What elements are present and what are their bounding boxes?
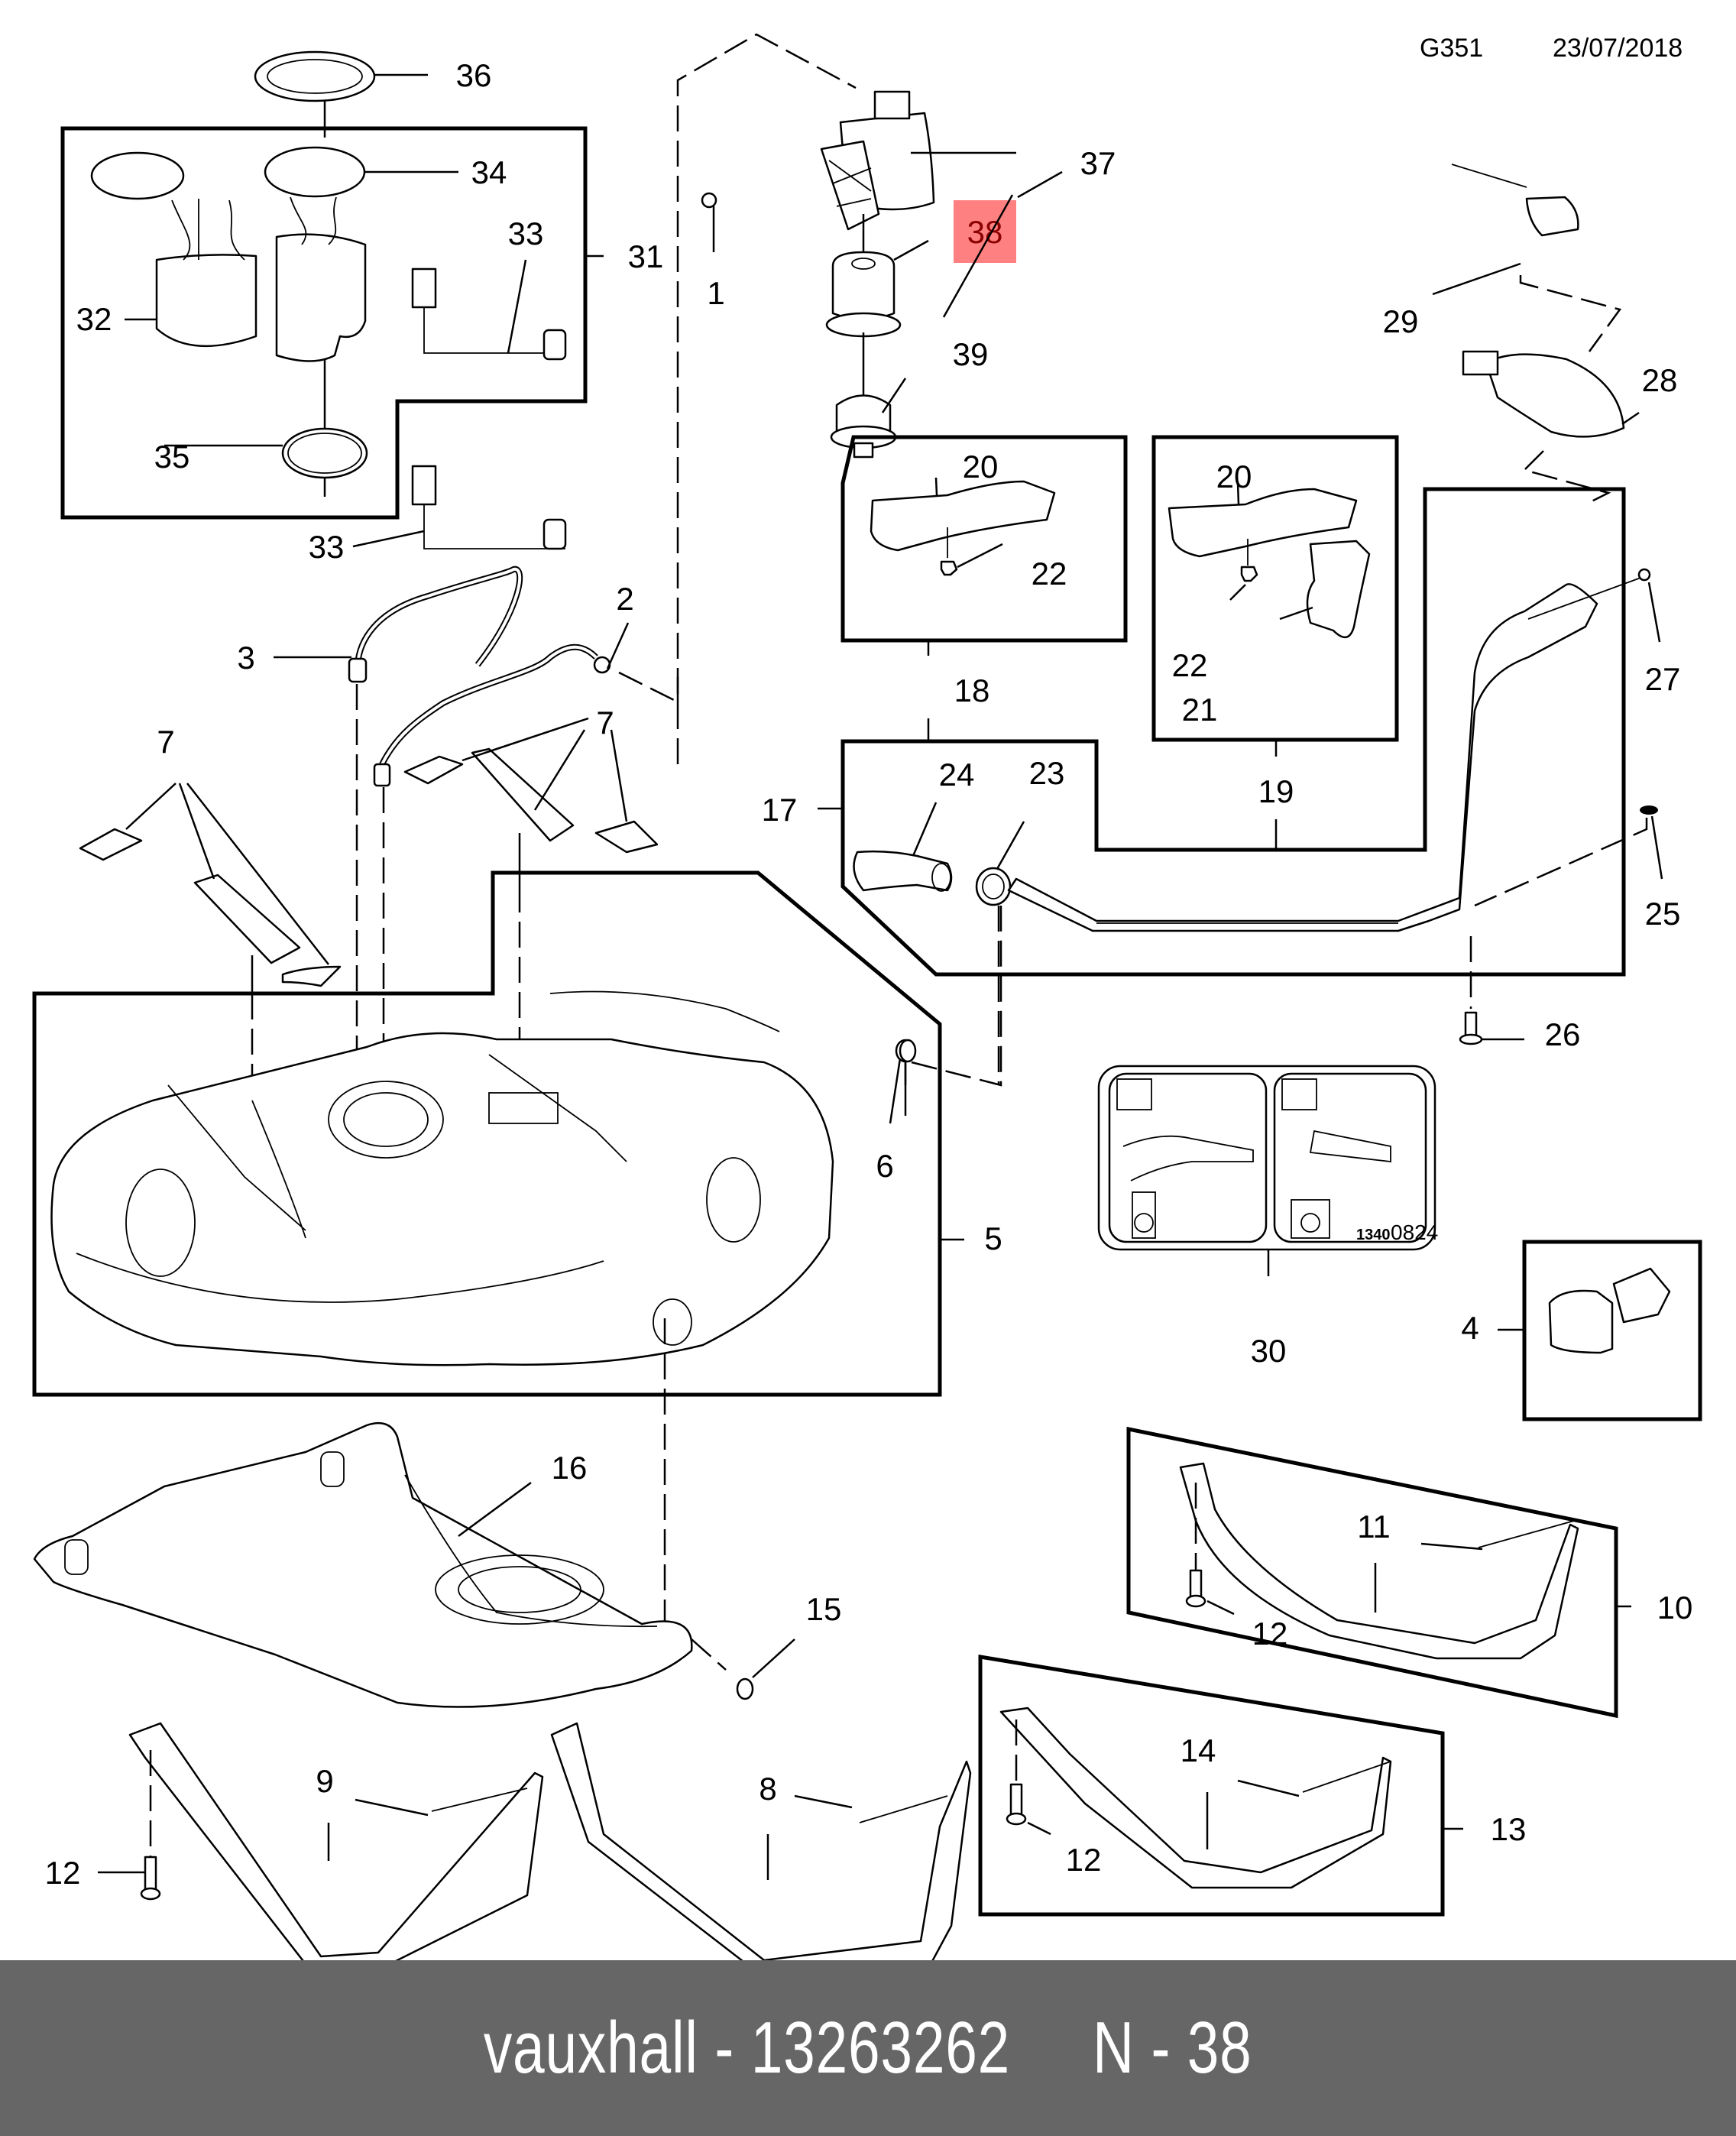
dashed-connector-1 <box>676 33 857 764</box>
part-6-connector[interactable] <box>889 1039 917 1124</box>
group-19-box <box>1151 435 1399 850</box>
callout-9[interactable]: 9 <box>316 1763 333 1799</box>
callout-27[interactable]: 27 <box>1645 661 1681 697</box>
part-9-strap[interactable] <box>128 1722 544 1960</box>
callout-22-b[interactable]: 22 <box>1172 647 1208 683</box>
callout-13[interactable]: 13 <box>1491 1811 1527 1847</box>
part-22-nut[interactable] <box>940 527 1003 576</box>
callout-29[interactable]: 29 <box>1383 303 1419 339</box>
part-35-o-ring[interactable] <box>164 427 368 479</box>
part-7-pads-right[interactable] <box>403 717 659 1162</box>
callout-6[interactable]: 6 <box>876 1148 893 1184</box>
callout-17[interactable]: 17 <box>762 792 798 828</box>
part-8-strap[interactable] <box>550 1722 972 1960</box>
callout-20-a[interactable]: 20 <box>963 449 999 485</box>
callout-5[interactable]: 5 <box>984 1220 1002 1256</box>
part-34-fuel-pump-module[interactable] <box>264 146 458 497</box>
callout-34[interactable]: 34 <box>471 154 507 190</box>
part-33-fuel-level-sensor[interactable] <box>411 259 567 361</box>
callout-35[interactable]: 35 <box>154 439 190 475</box>
part-33-fuel-level-sensor-2[interactable] <box>352 465 567 550</box>
callout-24[interactable]: 24 <box>939 757 975 792</box>
callout-10[interactable]: 10 <box>1657 1590 1693 1625</box>
part-27-screw[interactable] <box>1527 568 1661 643</box>
callout-14[interactable]: 14 <box>1181 1732 1216 1768</box>
part-24-hose[interactable] <box>853 802 953 892</box>
label-code-small: 1340 <box>1356 1227 1391 1243</box>
callout-36[interactable]: 36 <box>456 57 492 93</box>
callout-labels: 1 2 3 4 5 6 7 7 8 9 10 11 12 12 12 13 14… <box>45 57 1693 1891</box>
callout-4[interactable]: 4 <box>1461 1310 1479 1346</box>
part-14-strap[interactable] <box>999 1707 1392 1889</box>
part-21-heat-shield[interactable] <box>1279 540 1371 638</box>
part-30-fuel-label[interactable]: 1340 0824 <box>1097 1065 1438 1276</box>
callout-37[interactable]: 37 <box>1080 145 1116 181</box>
group-10-box <box>1126 1426 1631 1719</box>
callout-7-left[interactable]: 7 <box>157 724 174 760</box>
callout-39[interactable]: 39 <box>953 336 989 372</box>
callout-32[interactable]: 32 <box>76 301 112 337</box>
part-20-heat-shield[interactable] <box>870 477 1056 552</box>
callout-19[interactable]: 19 <box>1258 773 1294 809</box>
part-37-fuel-filter-housing[interactable] <box>820 90 1016 231</box>
part-15-push-pin[interactable] <box>691 1638 795 1700</box>
callout-7-right[interactable]: 7 <box>596 705 614 741</box>
part-22-nut-b[interactable] <box>1229 539 1258 601</box>
callout-26[interactable]: 26 <box>1545 1016 1581 1052</box>
part-36-lock-ring[interactable] <box>254 50 428 138</box>
part-23-clamp[interactable] <box>975 821 1025 1085</box>
group-5-box <box>32 870 964 1397</box>
callout-3[interactable]: 3 <box>237 640 254 676</box>
part-32-fuel-pump-module[interactable] <box>90 151 257 348</box>
callout-12-a[interactable]: 12 <box>45 1855 81 1891</box>
footer-part-info: vauxhall - 13263262 N - 38 <box>484 2007 1252 2089</box>
footer-bar: vauxhall - 13263262 N - 38 <box>0 1960 1736 2136</box>
callout-12-b[interactable]: 12 <box>1252 1616 1288 1651</box>
callout-12-c[interactable]: 12 <box>1066 1842 1102 1878</box>
callout-33-a[interactable]: 33 <box>508 216 544 251</box>
callout-8[interactable]: 8 <box>759 1771 776 1807</box>
callout-23[interactable]: 23 <box>1029 755 1065 791</box>
parts-diagram: G351 23/07/2018 <box>32 33 1702 1960</box>
callout-11[interactable]: 11 <box>1357 1509 1391 1544</box>
callout-1[interactable]: 1 <box>707 275 724 311</box>
group-17-box <box>818 487 1626 977</box>
callout-18[interactable]: 18 <box>954 673 990 708</box>
dashed-connector-28 <box>1522 450 1611 506</box>
part-12-bolt-b[interactable] <box>1185 1483 1235 1616</box>
group-31-box <box>60 126 604 520</box>
part-17-filler-pipe[interactable] <box>1007 583 1598 932</box>
callout-22-a[interactable]: 22 <box>1032 556 1067 592</box>
part-4-clip[interactable] <box>1498 1240 1702 1421</box>
part-12-bolt-a[interactable] <box>98 1750 161 1901</box>
group-18-box <box>840 435 1128 740</box>
part-11-strap[interactable] <box>1179 1462 1579 1660</box>
label-code-large: 0824 <box>1391 1220 1438 1244</box>
highlighted-callout-38[interactable] <box>954 200 1016 263</box>
part-25-clip[interactable] <box>1474 805 1663 907</box>
callout-15[interactable]: 15 <box>806 1591 842 1627</box>
group-13-box <box>978 1655 1463 1917</box>
callout-31[interactable]: 31 <box>628 238 664 274</box>
part-16-tank-shield[interactable] <box>33 1421 693 1708</box>
callout-30[interactable]: 30 <box>1251 1333 1287 1369</box>
diagram-date: 23/07/2018 <box>1553 34 1683 63</box>
part-1-hose[interactable] <box>701 71 795 252</box>
callout-21[interactable]: 21 <box>1182 692 1218 728</box>
diagram-code: G351 <box>1420 34 1483 63</box>
part-12-bolt-c[interactable] <box>1006 1719 1051 1836</box>
part-28-filler-neck-housing[interactable] <box>1462 350 1640 438</box>
part-26-bolt[interactable] <box>1459 936 1524 1045</box>
callout-20-b[interactable]: 20 <box>1216 459 1252 494</box>
part-20-heat-shield-b[interactable] <box>1168 482 1358 558</box>
callout-33-b[interactable]: 33 <box>309 529 345 565</box>
callout-25[interactable]: 25 <box>1645 896 1681 932</box>
callout-2[interactable]: 2 <box>616 581 633 617</box>
callout-28[interactable]: 28 <box>1642 362 1678 398</box>
part-29-fuel-cap[interactable] <box>1432 164 1622 352</box>
callout-16[interactable]: 16 <box>552 1450 588 1486</box>
